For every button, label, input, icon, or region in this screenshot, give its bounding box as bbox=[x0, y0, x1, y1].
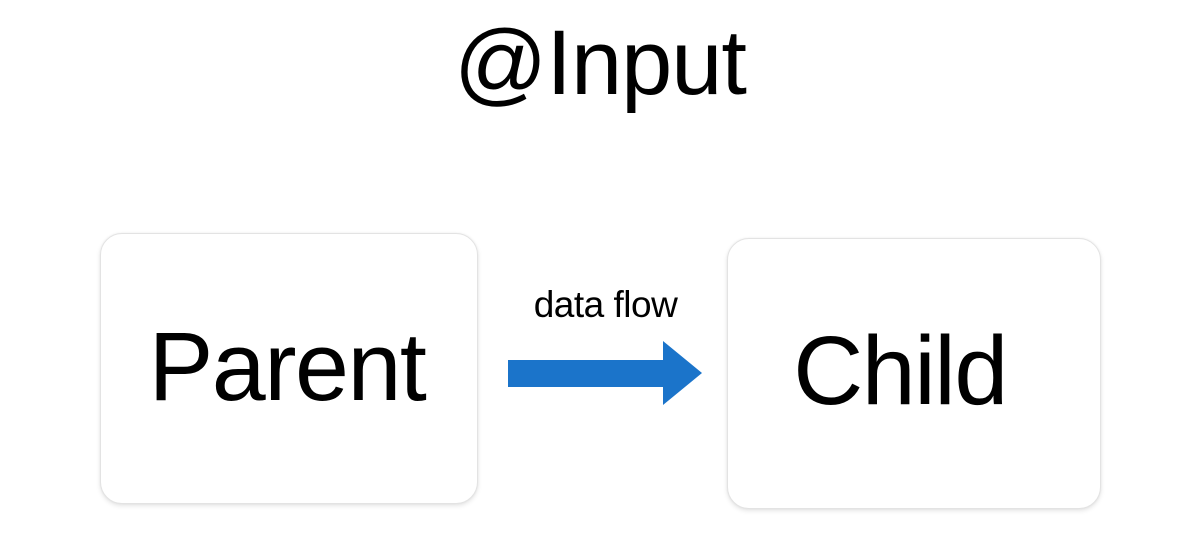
node-child[interactable]: Child bbox=[727, 238, 1101, 509]
node-child-label: Child bbox=[793, 315, 1008, 425]
connector-label: data flow bbox=[533, 284, 678, 325]
node-parent-label: Parent bbox=[148, 311, 427, 421]
arrow-shape bbox=[508, 341, 702, 405]
right-arrow-icon bbox=[508, 341, 702, 405]
node-parent[interactable]: Parent bbox=[100, 233, 478, 504]
page-title: @Input bbox=[453, 12, 747, 114]
